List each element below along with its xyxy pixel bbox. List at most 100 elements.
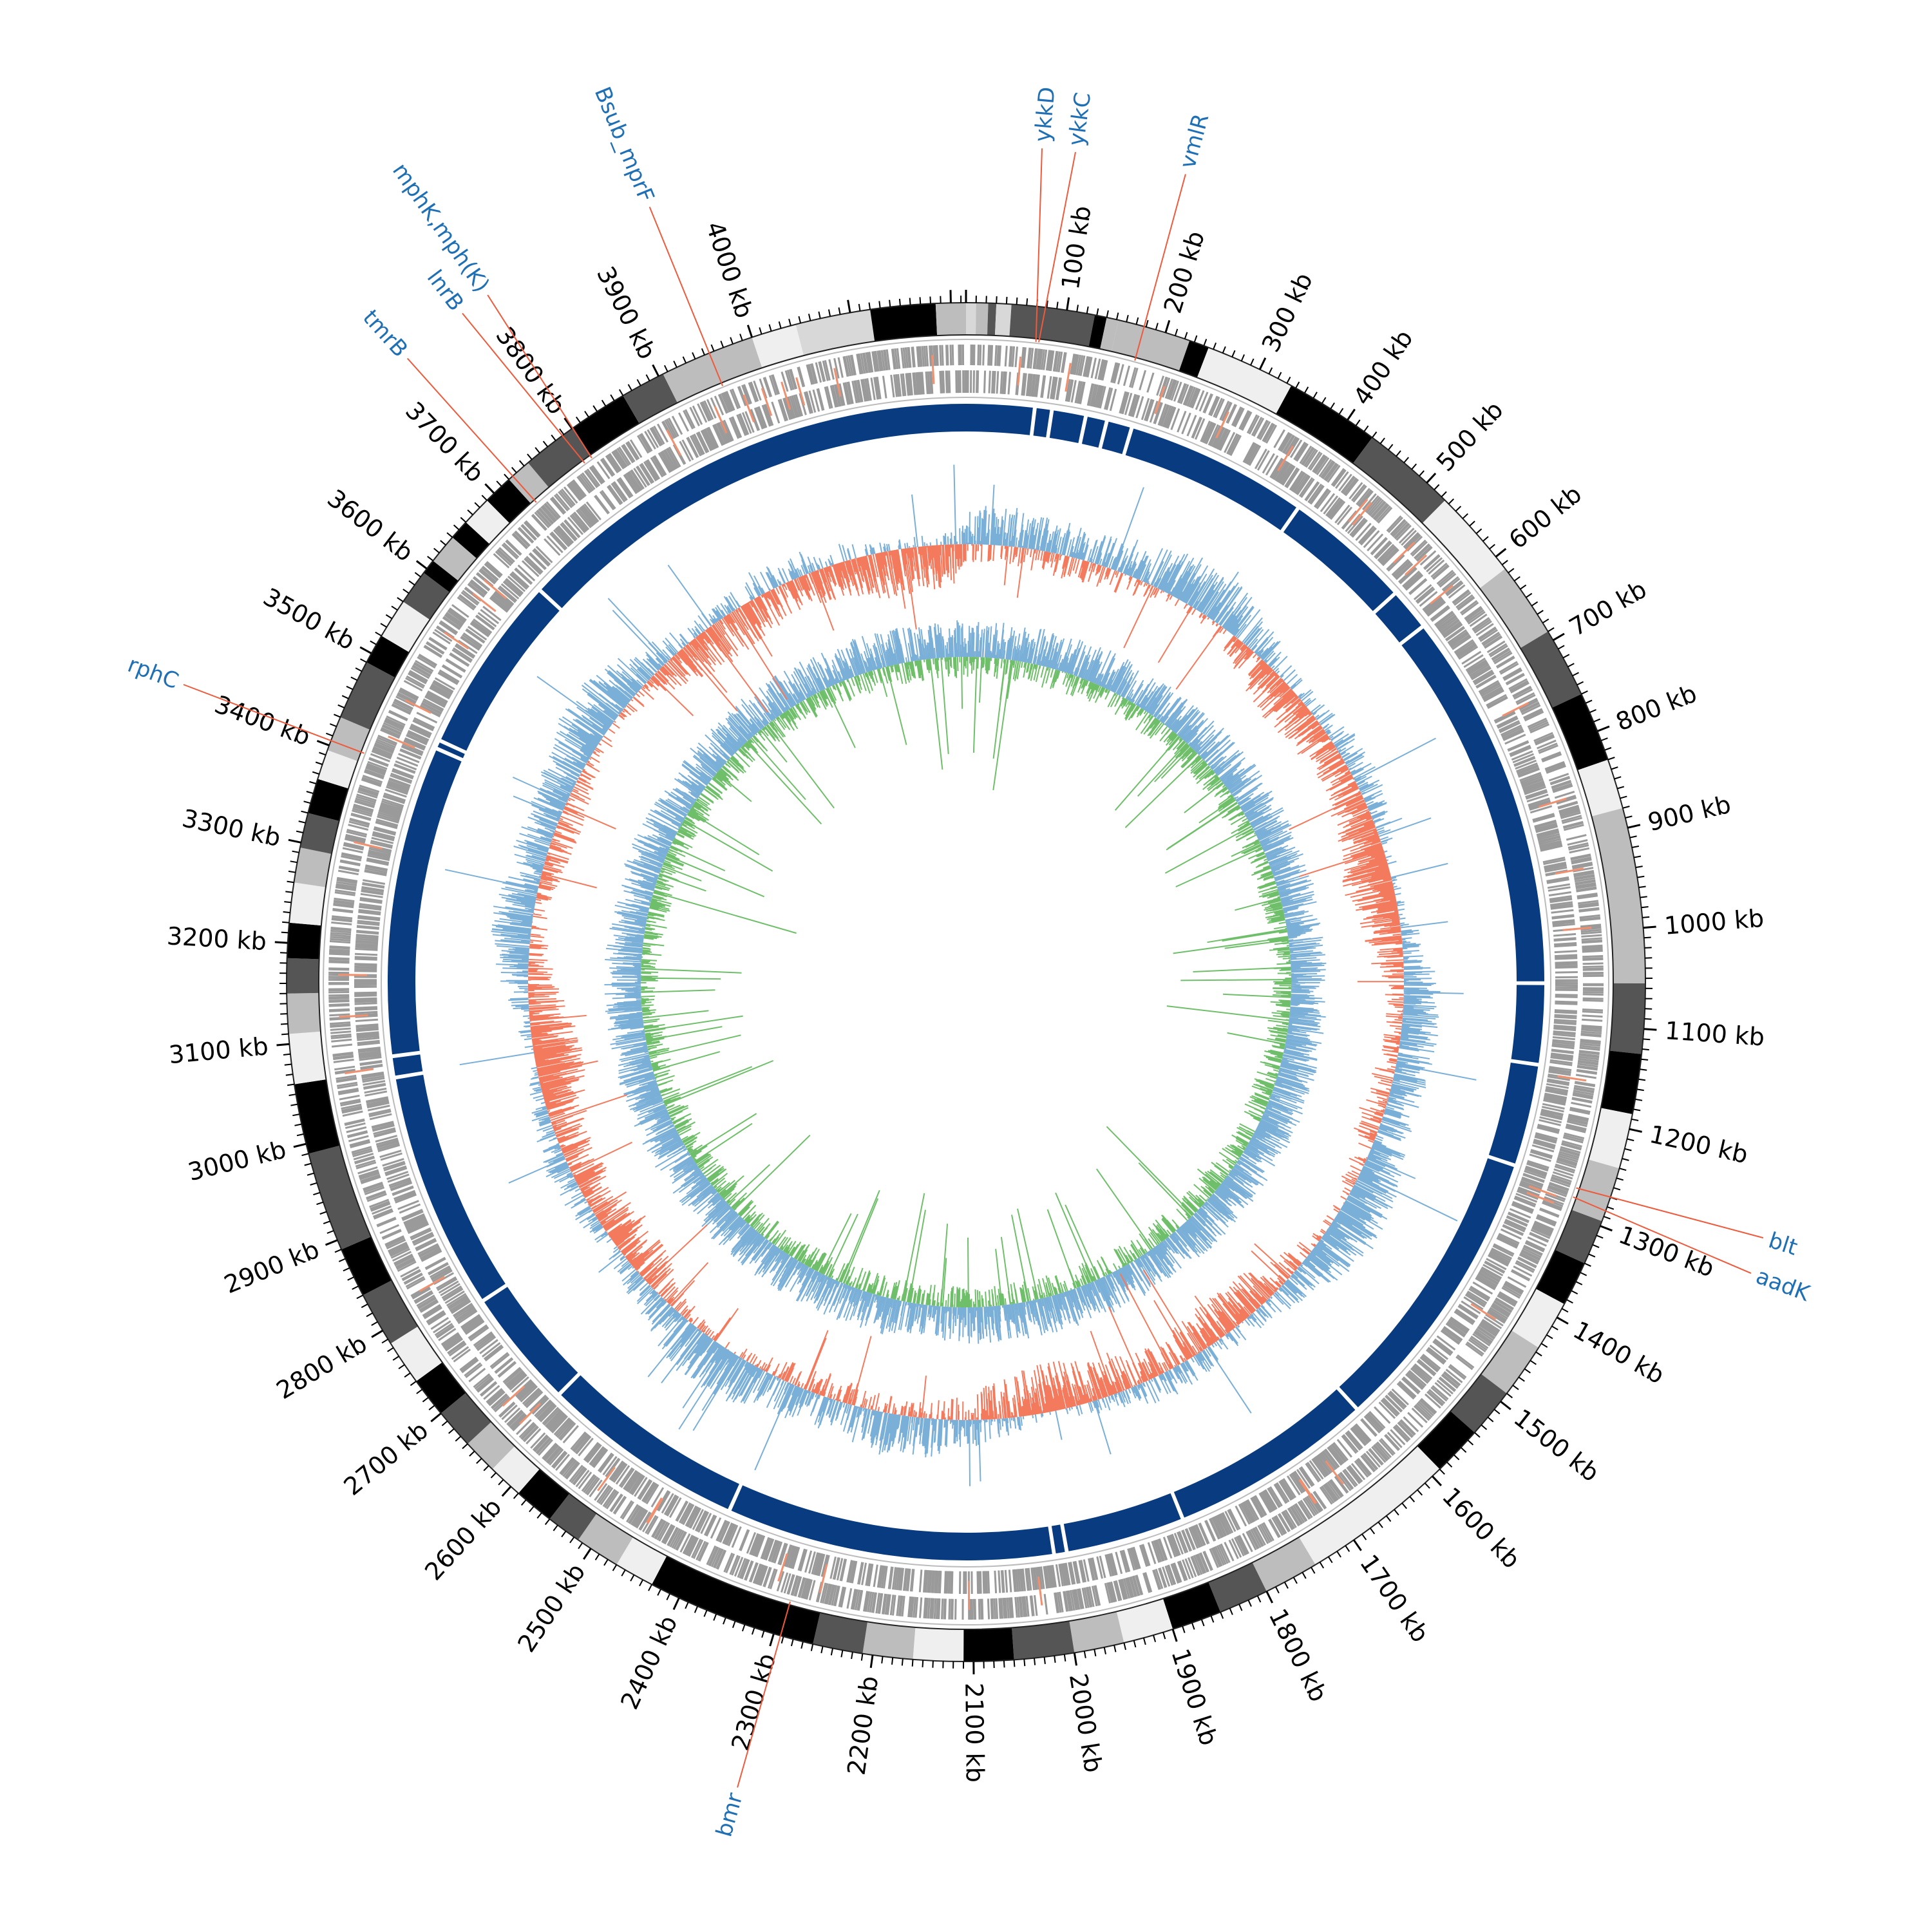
minor-tick: [781, 1636, 784, 1644]
minor-tick: [636, 379, 641, 386]
band-segment: [340, 662, 395, 730]
minor-tick: [315, 761, 323, 765]
minor-tick: [287, 880, 294, 884]
minor-tick: [1508, 567, 1515, 574]
minor-tick: [1013, 1660, 1016, 1667]
minor-tick: [303, 800, 311, 804]
minor-tick: [909, 298, 911, 305]
minor-tick: [1283, 1582, 1289, 1589]
minor-tick: [1229, 1607, 1233, 1615]
minor-tick: [1311, 1567, 1316, 1574]
minor-tick: [1588, 1253, 1596, 1258]
band-segment: [1520, 631, 1582, 708]
contig-segment: [731, 1485, 1052, 1561]
tick-label: 3900 kb: [591, 262, 661, 364]
major-tick: [1258, 357, 1267, 370]
minor-tick: [490, 1472, 497, 1479]
minor-tick: [1086, 306, 1089, 314]
minor-tick: [536, 1512, 542, 1519]
contig-segment: [1125, 428, 1296, 531]
band-segment: [1479, 569, 1548, 649]
band-segment: [1609, 983, 1645, 1054]
minor-tick: [408, 580, 415, 586]
minor-tick: [1548, 627, 1555, 632]
minor-tick: [1454, 1454, 1460, 1461]
minor-tick: [1063, 1654, 1066, 1662]
major-tick: [1164, 319, 1171, 333]
minor-tick: [1513, 576, 1520, 582]
minor-tick: [310, 1182, 317, 1186]
minor-tick: [327, 1230, 334, 1234]
minor-tick: [448, 1428, 455, 1434]
minor-tick: [462, 1443, 468, 1450]
minor-tick: [1446, 1461, 1453, 1468]
tick-label: 2800 kb: [272, 1329, 372, 1405]
minor-tick: [309, 781, 317, 784]
tick-label: 2400 kb: [615, 1611, 683, 1714]
minor-tick: [1629, 835, 1637, 838]
annotation-line: [462, 312, 585, 464]
major-tick: [652, 364, 659, 377]
annotation-label: bmr: [711, 1790, 748, 1840]
major-tick: [1352, 1539, 1362, 1551]
major-tick: [274, 941, 288, 944]
minor-tick: [1330, 402, 1335, 410]
minor-tick: [1403, 457, 1409, 464]
minor-tick: [553, 1524, 558, 1531]
tick-label: 2200 kb: [842, 1674, 884, 1777]
band-segment: [1111, 320, 1190, 371]
minor-tick: [1312, 392, 1318, 399]
minor-tick: [891, 1657, 894, 1665]
band-segment: [294, 1079, 340, 1154]
minor-tick: [1631, 1118, 1639, 1121]
minor-tick: [1401, 1502, 1407, 1510]
minor-tick: [1275, 1586, 1280, 1594]
band-segment: [663, 337, 762, 403]
minor-tick: [375, 631, 382, 637]
band-segment: [424, 560, 459, 592]
major-tick: [1500, 1401, 1511, 1410]
major-tick: [847, 299, 851, 313]
contig-segment: [437, 743, 465, 759]
band-segment: [976, 303, 989, 336]
minor-tick: [778, 321, 782, 329]
minor-tick: [720, 340, 724, 348]
tick-label: 1900 kb: [1166, 1645, 1223, 1749]
minor-tick: [290, 860, 298, 864]
band-segment: [381, 601, 430, 652]
annotation-label: aadK: [1752, 1264, 1814, 1307]
minor-tick: [1638, 886, 1646, 888]
band-segment: [1600, 1050, 1642, 1115]
band-segment: [549, 1493, 597, 1540]
minor-tick: [352, 1285, 359, 1290]
minor-tick: [422, 1397, 429, 1403]
minor-tick: [1396, 450, 1401, 457]
minor-tick: [603, 1558, 609, 1566]
minor-tick: [1123, 1642, 1126, 1651]
minor-tick: [1277, 372, 1282, 379]
minor-tick: [1512, 1385, 1519, 1390]
minor-tick: [1268, 367, 1273, 375]
minor-tick: [446, 532, 453, 538]
minor-tick: [1003, 1660, 1005, 1668]
minor-tick: [381, 1338, 389, 1344]
tick-label: 2700 kb: [339, 1416, 434, 1501]
band-segment: [317, 750, 358, 789]
minor-tick: [1482, 536, 1489, 542]
minor-tick: [759, 327, 762, 335]
minor-tick: [1501, 560, 1508, 565]
minor-tick: [306, 791, 314, 795]
major-tick: [1552, 632, 1565, 641]
tick-label: 3800 kb: [490, 322, 571, 420]
minor-tick: [828, 309, 831, 317]
minor-tick: [1635, 866, 1643, 868]
minor-tick: [496, 480, 502, 487]
minor-tick: [1561, 1308, 1569, 1313]
major-tick: [564, 417, 573, 430]
minor-tick: [292, 1113, 300, 1117]
band-segment: [966, 302, 976, 336]
minor-tick: [343, 1267, 350, 1272]
minor-tick: [410, 1380, 417, 1387]
minor-tick: [469, 1450, 475, 1457]
tick-label: 3100 kb: [167, 1032, 269, 1069]
